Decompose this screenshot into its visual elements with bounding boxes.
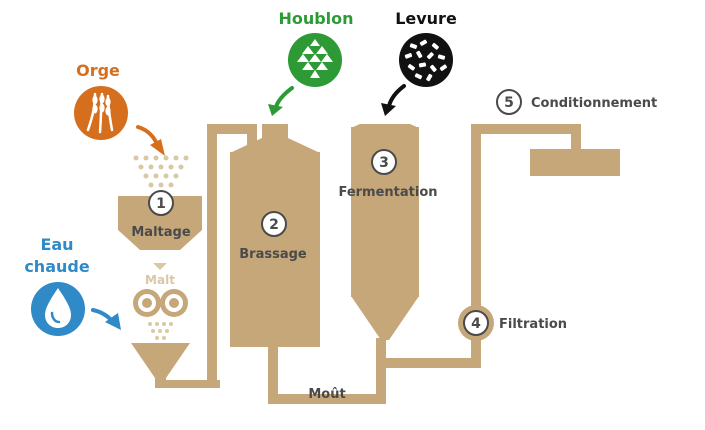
step-4-label: Filtration bbox=[499, 317, 567, 332]
barley-label: Orge bbox=[76, 61, 120, 80]
pipe-segment bbox=[571, 124, 581, 150]
malt-label: Malt bbox=[145, 273, 175, 287]
step-2-badge bbox=[261, 211, 287, 237]
step-2-label: Brassage bbox=[239, 247, 307, 262]
arrow-icon bbox=[136, 125, 165, 156]
pipe-segment bbox=[247, 124, 257, 154]
mill-gears-icon bbox=[133, 289, 188, 317]
pipe-segment bbox=[268, 340, 278, 404]
pipe-segment bbox=[471, 124, 579, 134]
step-1-label: Maltage bbox=[131, 225, 190, 240]
step-4-number: 4 bbox=[471, 316, 481, 332]
step-1-badge bbox=[148, 190, 174, 216]
yeast-input: Levure bbox=[381, 9, 457, 116]
pipe-segment bbox=[471, 338, 481, 368]
barley-input: Orge bbox=[74, 61, 165, 156]
yeast-label: Levure bbox=[395, 9, 457, 28]
milled-grain-dots bbox=[148, 322, 173, 340]
water-label-line2: chaude bbox=[24, 257, 90, 276]
brewing-vessel: 2 Brassage bbox=[230, 124, 320, 347]
step-3-badge bbox=[371, 149, 397, 175]
pipe-segment bbox=[160, 380, 220, 388]
conditioning-unit: 5 Conditionnement bbox=[496, 89, 657, 176]
hops-input: Houblon bbox=[268, 9, 354, 116]
water-drop-icon bbox=[31, 282, 85, 336]
hops-label: Houblon bbox=[278, 9, 353, 28]
water-input: Eau chaude bbox=[24, 235, 121, 336]
malt-pointer bbox=[153, 263, 167, 270]
pipe-segment bbox=[471, 124, 481, 314]
pipe-segment bbox=[376, 338, 386, 404]
pipes bbox=[160, 124, 581, 404]
step-5-badge bbox=[496, 89, 522, 115]
grain-dots bbox=[133, 155, 189, 188]
step-5-label: Conditionnement bbox=[531, 96, 657, 111]
pipe-segment bbox=[207, 124, 247, 134]
water-label-line1: Eau bbox=[40, 235, 73, 254]
pipe-segment bbox=[207, 124, 217, 387]
filter-unit: 4 Filtration bbox=[458, 305, 567, 341]
pipe-segment bbox=[386, 358, 474, 368]
hopper bbox=[131, 343, 190, 388]
arrow-icon bbox=[91, 308, 121, 330]
yeast-icon bbox=[399, 33, 453, 87]
arrow-icon bbox=[381, 84, 406, 116]
malting-tank: 1 Maltage bbox=[118, 190, 202, 250]
step-5-number: 5 bbox=[504, 95, 514, 111]
step-3-number: 3 bbox=[379, 155, 389, 171]
hop-icon bbox=[288, 33, 342, 87]
wort-label: Moût bbox=[308, 387, 345, 402]
step-3-label: Fermentation bbox=[338, 185, 437, 200]
arrow-icon bbox=[268, 86, 294, 116]
step-4-badge bbox=[463, 310, 489, 336]
wheat-icon bbox=[74, 86, 128, 140]
fermentation-tank: 3 Fermentation bbox=[338, 124, 438, 340]
step-2-number: 2 bbox=[269, 217, 279, 233]
pipe-segment bbox=[268, 394, 386, 404]
step-1-number: 1 bbox=[156, 196, 166, 212]
